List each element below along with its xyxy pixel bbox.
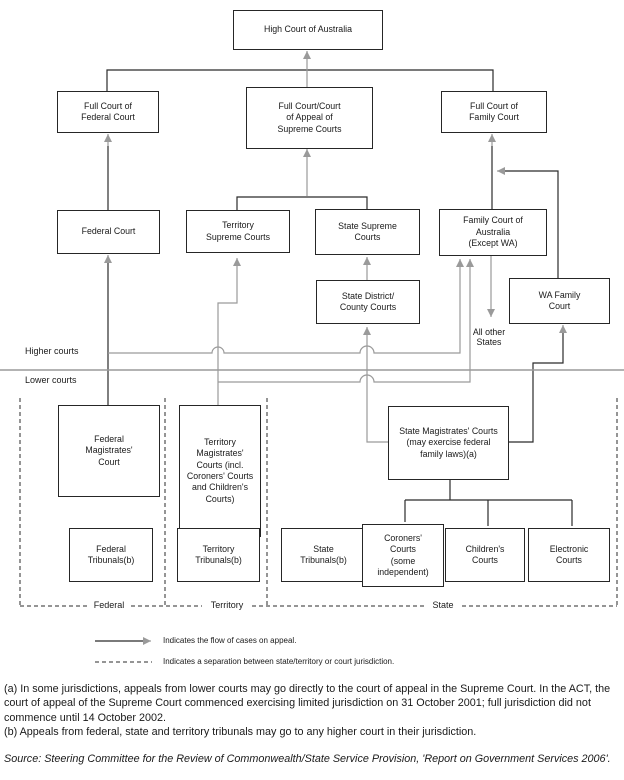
node-label: Electronic Courts [549, 543, 589, 565]
label-section-territory: Territory [203, 600, 251, 610]
node-label: Full Court of Federal Court [81, 100, 135, 122]
node-federal-tribunals: Federal Tribunals(b) [69, 528, 153, 582]
node-label: Full Court of Family Court [469, 100, 519, 122]
node-territory-magistrates-courts: Territory Magistrates' Courts (incl. Cor… [179, 405, 261, 537]
node-label: Territory Tribunals(b) [195, 543, 242, 565]
node-label: Federal Magistrates' Court [85, 433, 133, 467]
node-state-district-county-courts: State District/ County Courts [316, 280, 420, 324]
node-label: Federal Tribunals(b) [87, 543, 135, 565]
source-citation: Source: Steering Committee for the Revie… [4, 753, 611, 766]
connector-wafamily-to-fullfamily [501, 170, 559, 278]
node-territory-supreme-courts: Territory Supreme Courts [186, 210, 290, 253]
node-label: Territory Supreme Courts [205, 220, 271, 242]
node-federal-court: Federal Court [57, 210, 160, 254]
connector-statemagistrates-children [404, 478, 573, 526]
node-state-supreme-courts: State Supreme Courts [315, 209, 420, 255]
appeal-arrow-territorymag-to-territorysupreme [217, 258, 241, 405]
node-state-tribunals: State Tribunals(b) [281, 528, 366, 582]
node-electronic-courts: Electronic Courts [528, 528, 610, 582]
node-label: Children's Courts [465, 543, 505, 565]
node-childrens-courts: Children's Courts [445, 528, 525, 582]
node-federal-magistrates-court: Federal Magistrates' Court [58, 405, 160, 497]
node-wa-family-court: WA Family Court [509, 278, 610, 324]
node-label: Coroners' Courts (some independent) [377, 532, 429, 577]
node-full-court-federal: Full Court of Federal Court [57, 91, 159, 133]
appeal-arrow-higher-route-to-family-court [108, 259, 464, 354]
connector-highcourt-bar [106, 69, 494, 91]
node-label: Full Court/Court of Appeal of Supreme Co… [277, 100, 342, 134]
appeal-arrow-statemag-to-statedistrict [363, 327, 388, 443]
label-all-other-states: All other States [472, 327, 506, 347]
node-label: Federal Court [81, 226, 136, 237]
appeal-arrow-lower-route-to-family-court [218, 259, 474, 383]
node-label: State Magistrates' Courts (may exercise … [399, 425, 498, 459]
footnote-a: (a) In some jurisdictions, appeals from … [4, 683, 611, 724]
node-label: Family Court of Australia (Except WA) [463, 215, 523, 249]
label-section-state: State [425, 600, 461, 610]
node-label: WA Family Court [538, 289, 581, 311]
node-full-court-supreme: Full Court/Court of Appeal of Supreme Co… [246, 87, 373, 149]
node-label: High Court of Australia [263, 24, 352, 35]
footnote-b: (b) Appeals from federal, state and terr… [4, 726, 477, 739]
node-label: Territory Magistrates' Courts (incl. Cor… [186, 436, 254, 504]
node-label: State Tribunals(b) [300, 543, 347, 565]
footnotes-block: (a) In some jurisdictions, appeals from … [4, 682, 618, 767]
connector-supreme-bar [236, 196, 368, 210]
legend-flow-text: Indicates the flow of cases on appeal. [163, 636, 297, 645]
node-high-court: High Court of Australia [233, 10, 383, 50]
node-state-magistrates-courts: State Magistrates' Courts (may exercise … [388, 406, 509, 480]
label-higher-courts: Higher courts [25, 346, 79, 356]
node-territory-tribunals: Territory Tribunals(b) [177, 528, 260, 582]
node-family-court-of-australia: Family Court of Australia (Except WA) [439, 209, 547, 256]
label-lower-courts: Lower courts [25, 375, 77, 385]
legend-separation-text: Indicates a separation between state/ter… [163, 657, 395, 666]
connector-statemagistrates-to-wafamily [507, 331, 564, 443]
node-label: State Supreme Courts [338, 220, 397, 242]
label-section-federal: Federal [88, 600, 130, 610]
node-label: State District/ County Courts [339, 290, 397, 312]
node-full-court-family: Full Court of Family Court [441, 91, 547, 133]
node-coroners-courts: Coroners' Courts (some independent) [362, 524, 444, 587]
